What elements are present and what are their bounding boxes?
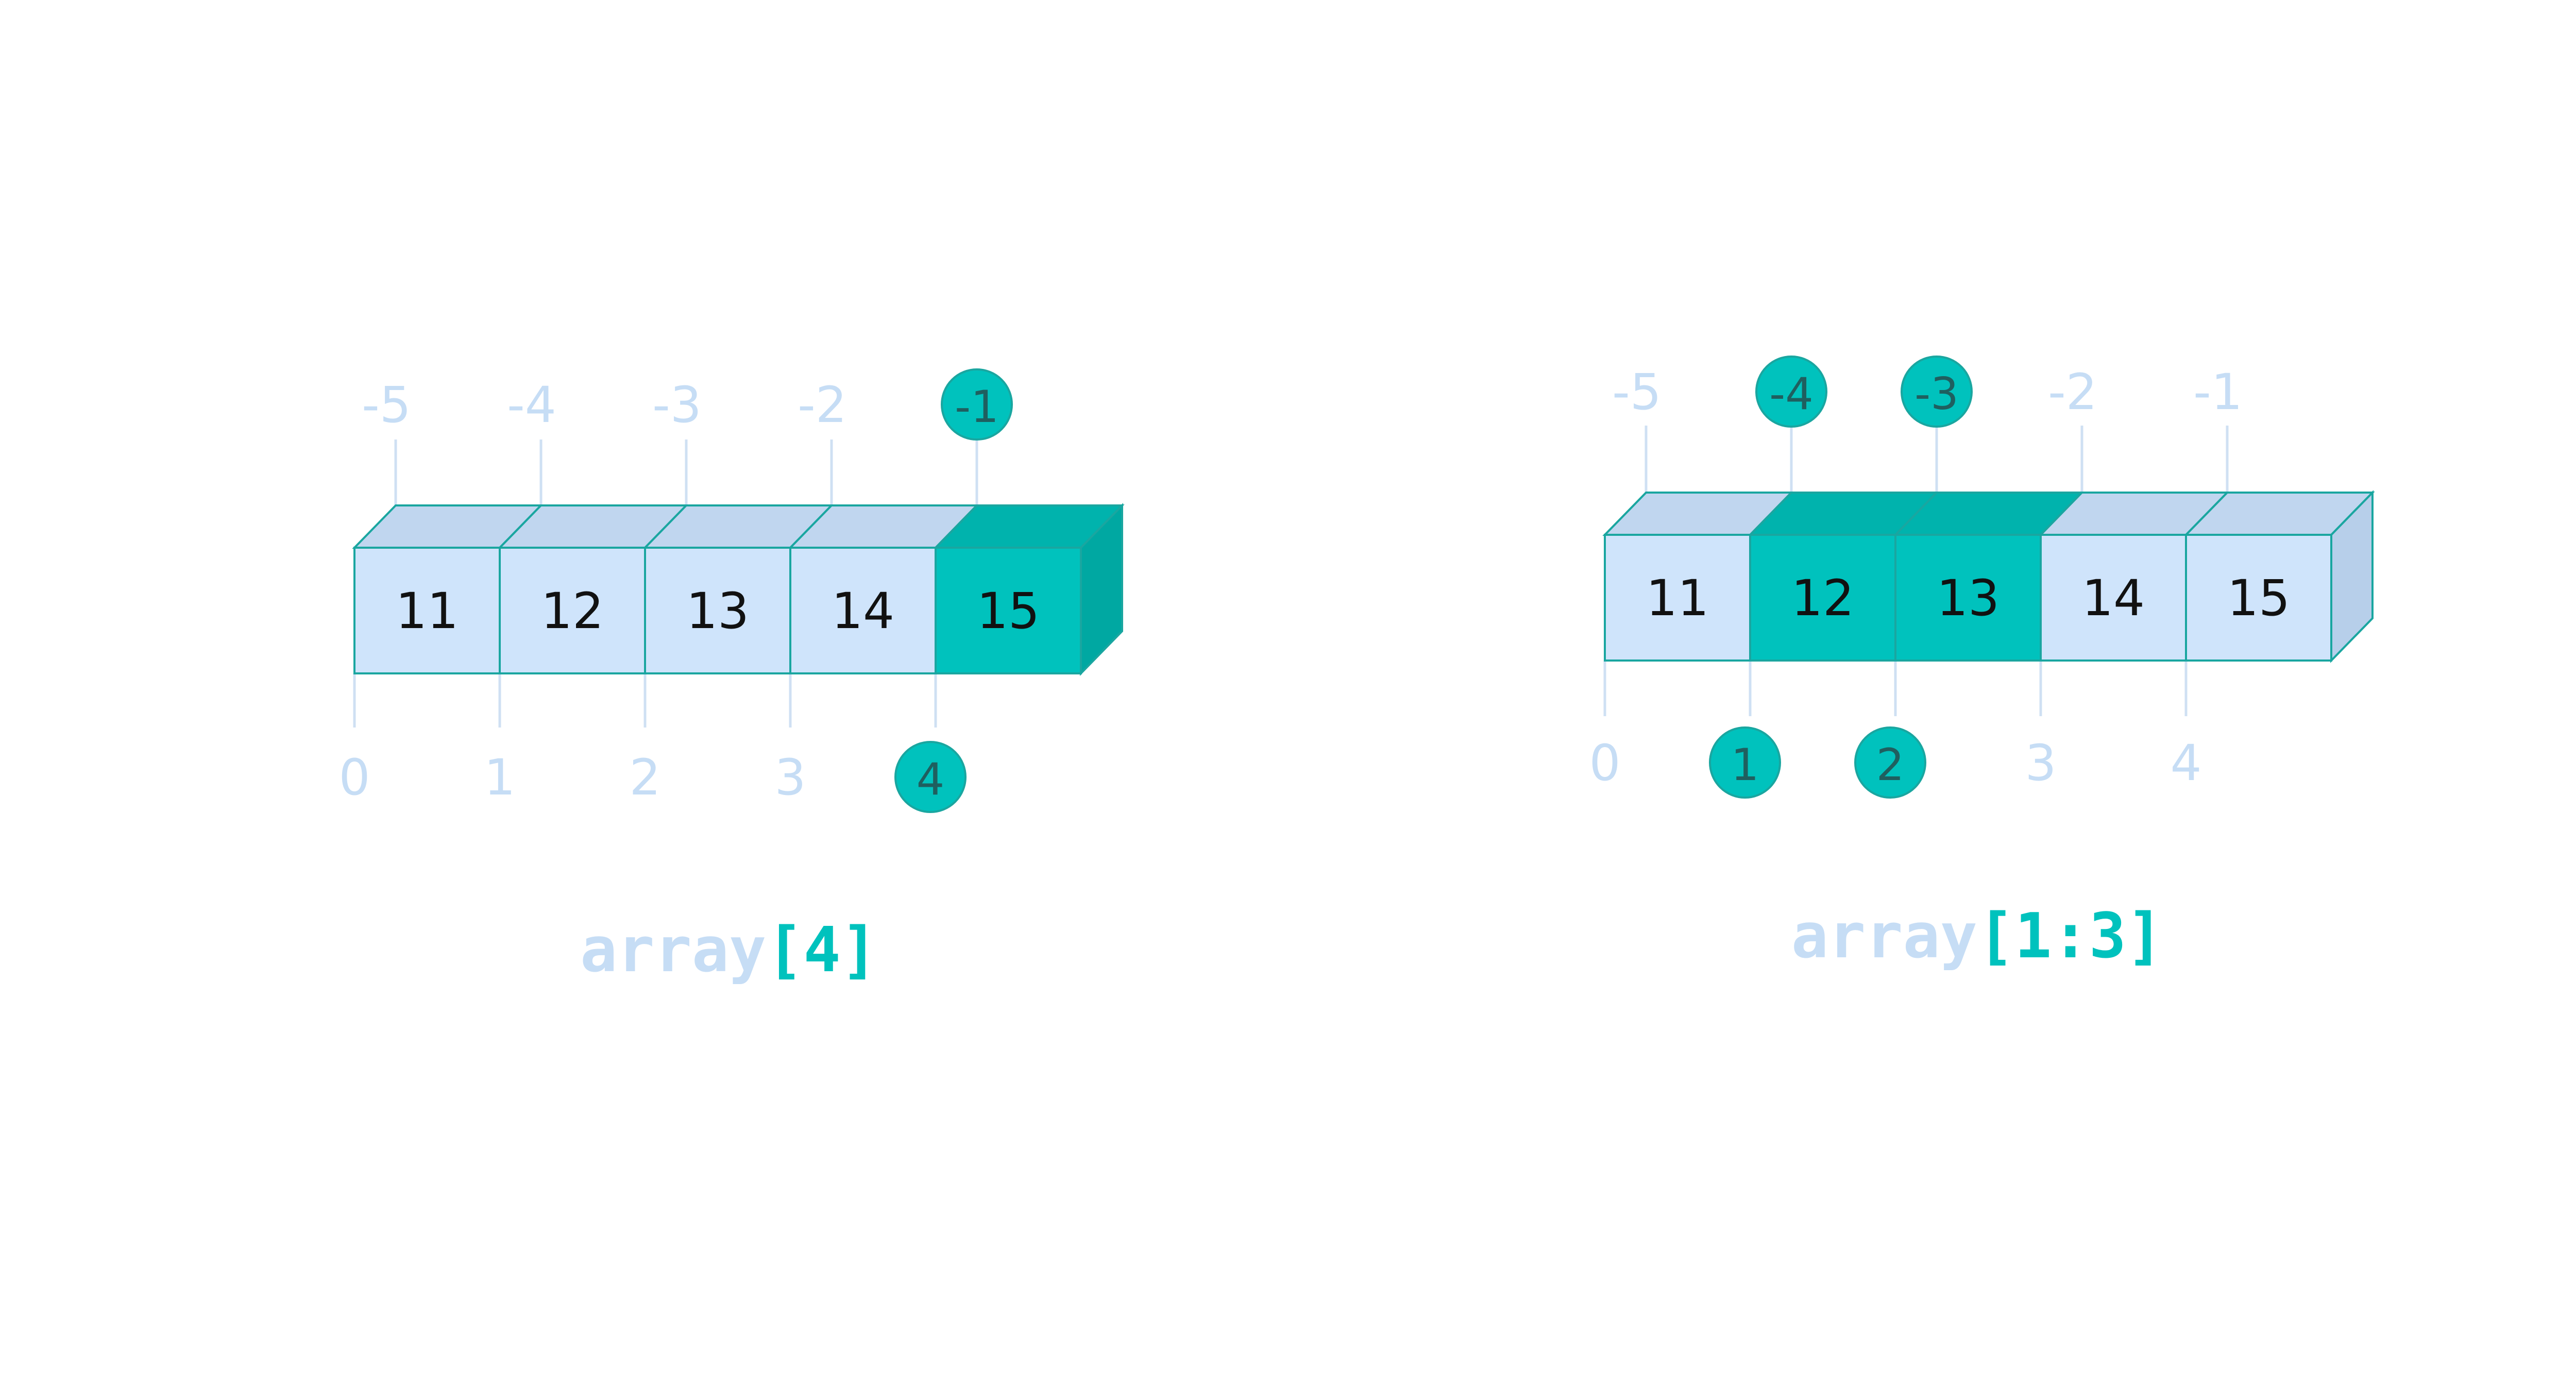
cell-value: 11 — [1646, 569, 1709, 627]
negative-index-label: -1 — [2193, 363, 2243, 421]
array-cell — [499, 547, 646, 674]
positive-index-label: 3 — [774, 749, 806, 806]
negative-index-highlight-bubble — [1755, 356, 1827, 428]
array-cell — [353, 547, 501, 674]
positive-index-label: 2 — [629, 749, 660, 806]
caption-array-name: array — [1791, 901, 1977, 972]
positive-index-label: 4 — [917, 754, 945, 805]
positive-index-label: 4 — [2170, 734, 2201, 792]
array-cell — [1604, 534, 1751, 662]
cell-value: 15 — [977, 582, 1040, 640]
positive-index-label: 1 — [1731, 739, 1759, 791]
negative-index-label: -2 — [2048, 363, 2097, 421]
cell-value: 12 — [541, 582, 604, 640]
cell-value: 12 — [1791, 569, 1854, 627]
positive-index-label: 0 — [338, 749, 370, 806]
negative-index-highlight-bubble — [1901, 356, 1973, 428]
positive-index-label: 1 — [484, 749, 515, 806]
cell-value: 14 — [832, 582, 894, 640]
caption-subscript: [4] — [766, 915, 878, 986]
cell-value: 15 — [2227, 569, 2290, 627]
positive-index-label: 0 — [1589, 734, 1620, 792]
array-cell — [2040, 534, 2187, 662]
positive-index-label: 3 — [2025, 734, 2056, 792]
negative-index-label: -5 — [362, 376, 411, 434]
negative-index-label: -4 — [1769, 368, 1814, 420]
positive-index-highlight-bubble — [894, 741, 967, 813]
cell-value: 13 — [1937, 569, 1999, 627]
negative-index-label: -2 — [798, 376, 847, 434]
negative-index-highlight-bubble — [941, 368, 1013, 441]
array-cell — [935, 547, 1082, 674]
cell-value: 14 — [2082, 569, 2145, 627]
array-cell — [2185, 534, 2332, 662]
negative-index-label: -5 — [1612, 363, 1662, 421]
array-cell — [644, 547, 791, 674]
caption-subscript: [1:3] — [1977, 901, 2163, 972]
negative-index-label: -4 — [507, 376, 556, 434]
cell-value: 11 — [396, 582, 459, 640]
positive-index-highlight-bubble — [1854, 726, 1926, 799]
caption-array-name: array — [580, 915, 766, 986]
negative-index-label: -3 — [652, 376, 702, 434]
positive-index-label: 2 — [1876, 739, 1905, 791]
caption: array[1:3] — [1791, 901, 2163, 972]
negative-index-label: -3 — [1914, 368, 1959, 420]
positive-index-highlight-bubble — [1709, 726, 1781, 799]
caption: array[4] — [580, 915, 878, 986]
array-cell — [789, 547, 937, 674]
negative-index-label: -1 — [955, 381, 999, 433]
cell-value: 13 — [686, 582, 749, 640]
